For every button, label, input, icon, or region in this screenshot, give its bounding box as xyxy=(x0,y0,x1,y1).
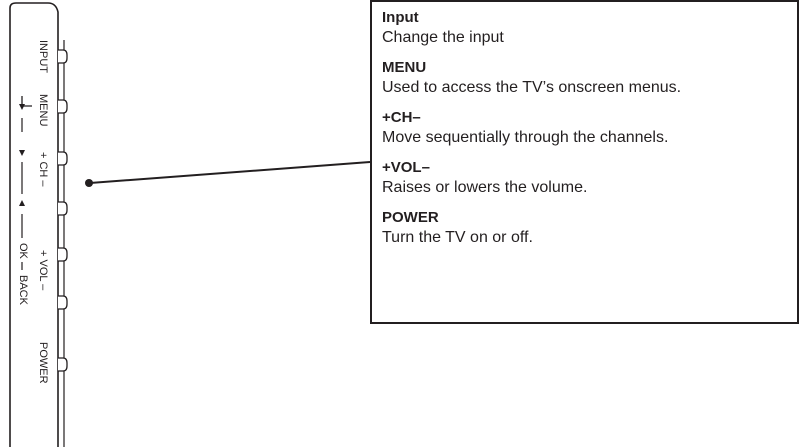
menu-button-bump[interactable] xyxy=(58,99,68,114)
vol-up-button-bump[interactable] xyxy=(58,247,68,262)
entry-vol: +VOL– Raises or lowers the volume. xyxy=(382,158,787,198)
vol-down-button-bump[interactable] xyxy=(58,295,68,310)
entry-description: Move sequentially through the channels. xyxy=(382,129,669,146)
power-button-bump[interactable] xyxy=(58,357,68,372)
entry-description: Raises or lowers the volume. xyxy=(382,179,588,196)
left-arrow-icon xyxy=(19,200,25,206)
entry-title: MENU xyxy=(382,59,427,76)
menu-label: MENU xyxy=(37,94,49,127)
entry-title: +CH– xyxy=(382,109,421,126)
input-label: INPUT xyxy=(37,40,49,73)
ch-down-button-bump[interactable] xyxy=(58,201,68,216)
callout-leader-line xyxy=(89,161,371,184)
enter-arrow-icon-head xyxy=(19,104,25,110)
power-label: POWER xyxy=(37,342,49,384)
entry-title: Input xyxy=(382,9,419,26)
right-arrow-icon xyxy=(19,150,25,156)
entry-input: Input Change the input xyxy=(382,8,787,48)
back-label: BACK xyxy=(17,275,29,305)
entry-description: Turn the TV on or off. xyxy=(382,229,533,246)
vol-label: + VOL – xyxy=(37,250,49,291)
ch-label: + CH – xyxy=(37,152,49,187)
entry-description: Used to access the TV’s onscreen menus. xyxy=(382,79,682,96)
panel-outline xyxy=(9,2,59,447)
button-description-box: Input Change the input MENU Used to acce… xyxy=(370,0,799,324)
entry-title: +VOL– xyxy=(382,159,430,176)
entry-description: Change the input xyxy=(382,29,504,46)
entry-menu: MENU Used to access the TV’s onscreen me… xyxy=(382,58,787,98)
entry-power: POWER Turn the TV on or off. xyxy=(382,208,787,248)
ch-up-button-bump[interactable] xyxy=(58,151,68,166)
entry-ch: +CH– Move sequentially through the chann… xyxy=(382,108,787,148)
entry-title: POWER xyxy=(382,209,439,226)
callout-anchor-dot xyxy=(85,179,93,187)
input-button-bump[interactable] xyxy=(58,49,68,64)
ok-label: OK xyxy=(17,243,29,259)
